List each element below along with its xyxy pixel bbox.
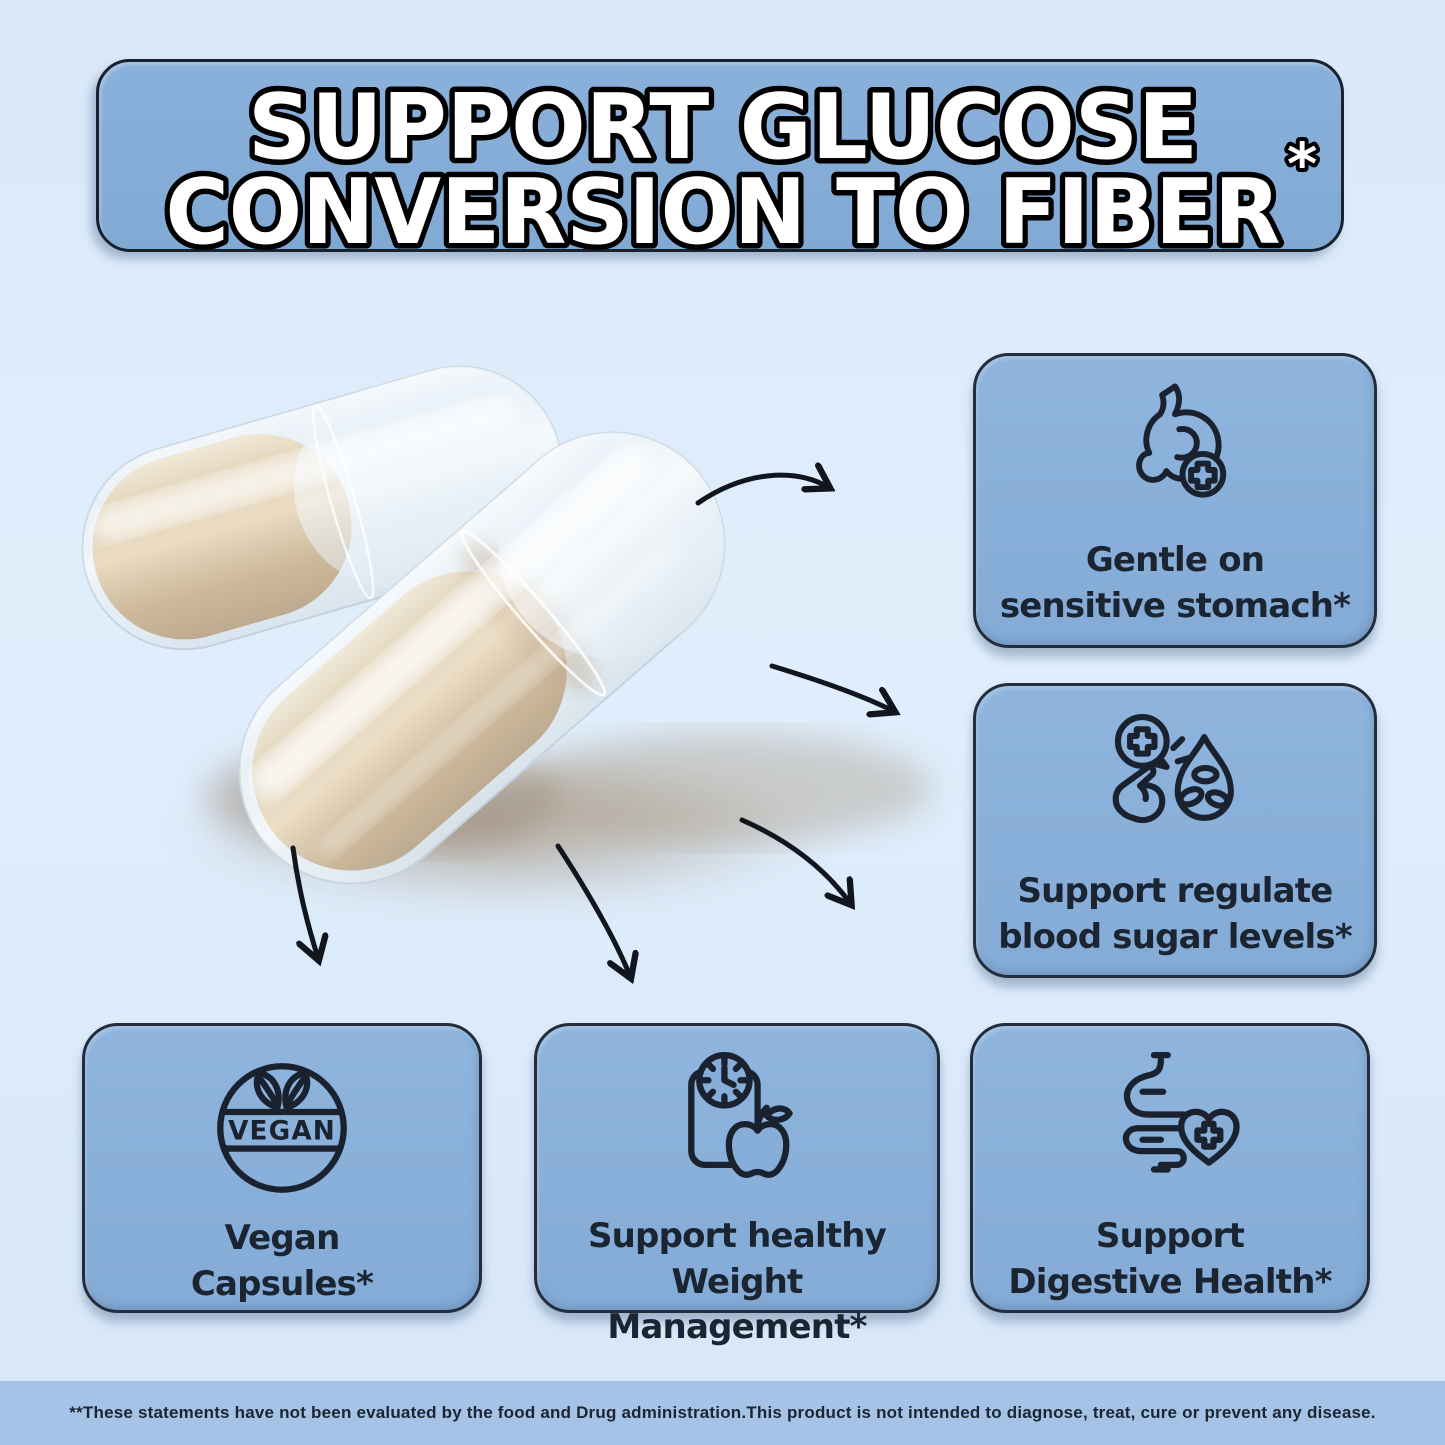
disclaimer-text: **These statements have not been evaluat… — [69, 1403, 1376, 1422]
feature-card-weight-management: Support healthy Weight Management* — [534, 1023, 940, 1347]
feature-label-line2: blood sugar levels* — [998, 916, 1352, 957]
vegan-badge-icon: VEGAN — [217, 1063, 347, 1193]
feature-label-line1: Gentle on — [1085, 540, 1265, 580]
feature-label-line2: Digestive Health* — [1008, 1261, 1332, 1302]
feature-label: Support healthy Weight Management* — [537, 1214, 937, 1351]
blood-drop-plus-hand-icon — [1112, 714, 1234, 824]
feature-card-digestive-health: Support Digestive Health* — [970, 1023, 1370, 1313]
feature-label-line1: Support healthy — [587, 1216, 887, 1256]
stomach-plus-icon — [1136, 383, 1227, 498]
vegan-badge-text: VEGAN — [228, 1116, 336, 1146]
title-banner: SUPPORT GLUCOSE CONVERSION TO FIBER * — [96, 59, 1344, 271]
feature-label: Support Digestive Health* — [1008, 1214, 1332, 1305]
clipboard-clock-apple-icon — [688, 1052, 793, 1178]
title-text-group: SUPPORT GLUCOSE CONVERSION TO FIBER * — [160, 70, 1321, 271]
feature-label: Support regulate blood sugar levels* — [998, 869, 1352, 960]
capsules-photo — [81, 358, 962, 928]
capsule-shadow-right — [522, 733, 932, 843]
feature-label: Vegan Capsules* — [190, 1216, 374, 1307]
feature-label-line2: Capsules* — [190, 1263, 374, 1304]
title-asterisk: * — [1287, 130, 1317, 198]
feature-card-blood-sugar: Support regulate blood sugar levels* — [973, 683, 1377, 978]
intestine-heart-plus-icon — [1122, 1052, 1240, 1173]
feature-label: Gentle on sensitive stomach* — [999, 538, 1351, 629]
feature-label-line1: Support regulate — [1017, 871, 1333, 911]
capsule-front — [238, 431, 726, 885]
title-line-1: SUPPORT GLUCOSE — [248, 75, 1198, 180]
feature-label-line2: sensitive stomach* — [999, 585, 1351, 626]
feature-label-line1: Support — [1095, 1216, 1245, 1256]
title-line-2: CONVERSION TO FIBER — [166, 160, 1281, 265]
feature-label-line2: Weight Management* — [607, 1261, 867, 1348]
feature-card-gentle-stomach: Gentle on sensitive stomach* — [973, 353, 1377, 648]
feature-label-line1: Vegan — [224, 1218, 340, 1258]
disclaimer-bar: **These statements have not been evaluat… — [0, 1381, 1445, 1445]
feature-card-vegan-capsules: VEGAN Vegan Capsules* — [82, 1023, 482, 1313]
